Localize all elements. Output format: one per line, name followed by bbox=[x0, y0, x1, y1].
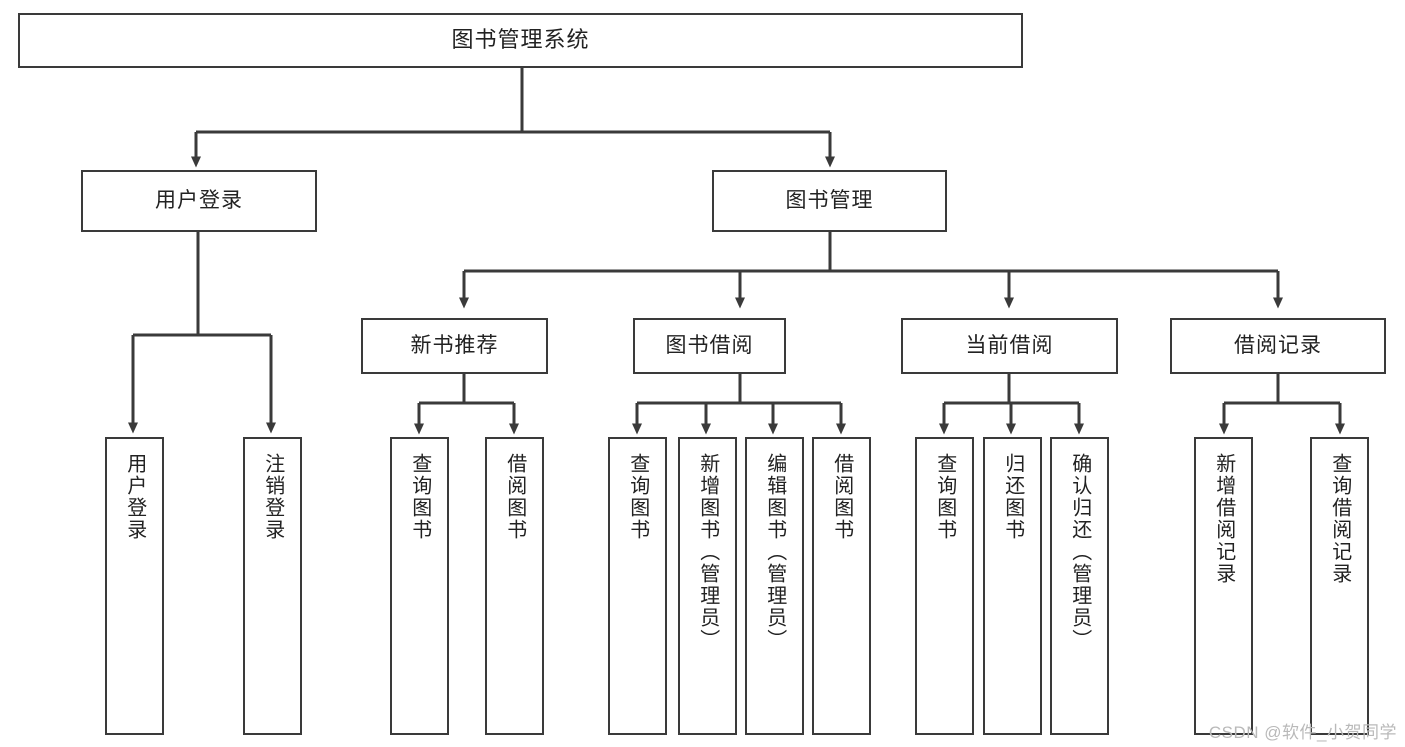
leaf-current-query-book-label: 查询图书 bbox=[933, 453, 956, 541]
leaf-records-add[interactable]: 新增借阅记录 bbox=[1194, 437, 1253, 735]
leaf-new-book-query-label: 查询图书 bbox=[408, 453, 431, 541]
leaf-new-book-query[interactable]: 查询图书 bbox=[390, 437, 449, 735]
leaf-borrow-query-book[interactable]: 查询图书 bbox=[608, 437, 667, 735]
leaf-new-book-borrow[interactable]: 借阅图书 bbox=[485, 437, 544, 735]
csdn-watermark: CSDN @软件_小贺同学 bbox=[1208, 723, 1397, 742]
node-new-book-recommend-label: 新书推荐 bbox=[410, 334, 499, 358]
leaf-borrow-query-book-label: 查询图书 bbox=[626, 453, 649, 541]
node-book-borrow-label: 图书借阅 bbox=[665, 334, 754, 358]
node-book-borrow[interactable]: 图书借阅 bbox=[633, 318, 786, 374]
leaf-current-confirm-return-label: 确认归还（管理员） bbox=[1068, 453, 1091, 651]
leaf-user-logout[interactable]: 注销登录 bbox=[243, 437, 302, 735]
node-current-borrow[interactable]: 当前借阅 bbox=[901, 318, 1118, 374]
node-book-management[interactable]: 图书管理 bbox=[712, 170, 947, 232]
node-current-borrow-label: 当前借阅 bbox=[965, 334, 1054, 358]
node-user-login-label: 用户登录 bbox=[155, 189, 243, 213]
leaf-current-return-book-label: 归还图书 bbox=[1001, 453, 1024, 541]
leaf-borrow-add-book[interactable]: 新增图书（管理员） bbox=[678, 437, 737, 735]
node-new-book-recommend[interactable]: 新书推荐 bbox=[361, 318, 548, 374]
leaf-current-confirm-return[interactable]: 确认归还（管理员） bbox=[1050, 437, 1109, 735]
leaf-borrow-borrow-book[interactable]: 借阅图书 bbox=[812, 437, 871, 735]
leaf-current-return-book[interactable]: 归还图书 bbox=[983, 437, 1042, 735]
leaf-borrow-edit-book[interactable]: 编辑图书（管理员） bbox=[745, 437, 804, 735]
leaf-borrow-borrow-book-label: 借阅图书 bbox=[830, 453, 853, 541]
node-book-management-label: 图书管理 bbox=[785, 189, 874, 213]
leaf-new-book-borrow-label: 借阅图书 bbox=[503, 453, 526, 541]
leaf-records-query[interactable]: 查询借阅记录 bbox=[1310, 437, 1369, 735]
leaf-user-logout-label: 注销登录 bbox=[261, 453, 284, 541]
node-borrow-records[interactable]: 借阅记录 bbox=[1170, 318, 1386, 374]
leaf-records-add-label: 新增借阅记录 bbox=[1212, 453, 1235, 585]
leaf-user-login[interactable]: 用户登录 bbox=[105, 437, 164, 735]
leaf-current-query-book[interactable]: 查询图书 bbox=[915, 437, 974, 735]
leaf-borrow-edit-book-label: 编辑图书（管理员） bbox=[763, 453, 786, 651]
node-user-login[interactable]: 用户登录 bbox=[81, 170, 317, 232]
leaf-user-login-label: 用户登录 bbox=[123, 453, 146, 541]
leaf-borrow-add-book-label: 新增图书（管理员） bbox=[696, 453, 719, 651]
leaf-records-query-label: 查询借阅记录 bbox=[1328, 453, 1351, 585]
node-root-label: 图书管理系统 bbox=[451, 27, 590, 53]
node-root[interactable]: 图书管理系统 bbox=[18, 13, 1023, 68]
node-borrow-records-label: 借阅记录 bbox=[1234, 334, 1322, 358]
